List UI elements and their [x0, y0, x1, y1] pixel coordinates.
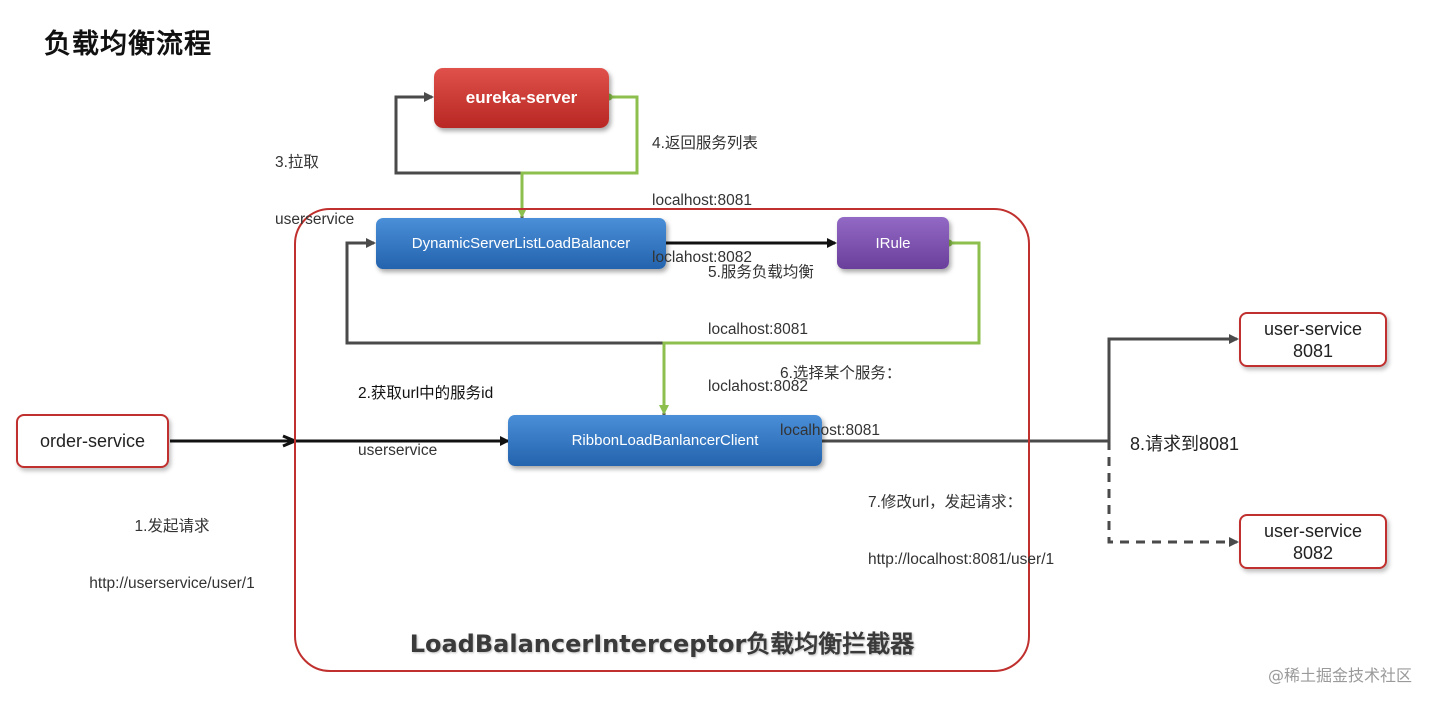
step3-title: 3.拉取: [275, 154, 319, 171]
step3-detail: userservice: [275, 211, 355, 228]
step8-label: 8.请求到8081: [1130, 434, 1240, 454]
eureka-server-node: eureka-server: [434, 68, 609, 128]
step3-label: 3.拉取 userservice: [275, 115, 354, 248]
arrow-ribbon-to-us2-dashed: [1107, 441, 1239, 547]
dynamic-lb-node: DynamicServerListLoadBalancer: [376, 218, 666, 269]
step5-detail1: localhost:8081: [708, 321, 808, 338]
step2-label: 2.获取url中的服务id userservice: [358, 346, 493, 479]
step7-label: 7.修改url，发起请求： http://localhost:8081/user…: [868, 455, 1054, 588]
step2-detail: userservice: [358, 442, 438, 459]
step4-detail2: loclahost:8082: [652, 249, 752, 266]
interceptor-frame: [294, 208, 1030, 672]
arrow-ribbon-to-us1: [822, 334, 1239, 443]
user-service-8081-name: user-service: [1263, 318, 1363, 339]
watermark: @稀土掘金技术社区: [1268, 666, 1413, 685]
step7-title: 7.修改url，发起请求：: [868, 494, 1023, 511]
order-service-node: order-service: [16, 414, 169, 468]
arrow-eureka-to-dsl: [517, 95, 639, 218]
irule-node: IRule: [837, 217, 949, 269]
step4-label: 4.返回服务列表 localhost:8081 loclahost:8082: [652, 96, 758, 286]
user-service-8081-port: 8081: [1292, 340, 1334, 361]
step5-detail2: loclahost:8082: [708, 378, 808, 395]
arrow-irule-to-ribbon: [659, 241, 981, 415]
user-service-8082-node: user-service 8082: [1239, 514, 1387, 569]
step6-title: 6.选择某个服务：: [780, 365, 902, 382]
step1-label: 1.发起请求 http://userservice/user/1: [72, 479, 272, 612]
step1-detail: http://userservice/user/1: [89, 575, 255, 592]
step2-title: 2.获取url中的服务id: [358, 385, 494, 402]
step5-label: 5.服务负载均衡 localhost:8081 loclahost:8082: [708, 225, 814, 415]
user-service-8082-name: user-service: [1263, 520, 1363, 541]
interceptor-frame-label: LoadBalancerInterceptor负载均衡拦截器: [409, 630, 915, 658]
user-service-8081-node: user-service 8081: [1239, 312, 1387, 367]
step7-detail: http://localhost:8081/user/1: [868, 551, 1055, 568]
step4-title: 4.返回服务列表: [652, 135, 758, 152]
ribbon-client-node: RibbonLoadBanlancerClient: [508, 415, 822, 466]
step1-title: 1.发起请求: [134, 518, 210, 535]
user-service-8082-port: 8082: [1292, 542, 1334, 563]
step5-title: 5.服务负载均衡: [708, 264, 814, 281]
page-title: 负载均衡流程: [44, 29, 212, 60]
step6-label: 6.选择某个服务： localhost:8081: [780, 326, 901, 459]
step4-detail1: localhost:8081: [652, 192, 752, 209]
step6-detail: localhost:8081: [780, 422, 880, 439]
